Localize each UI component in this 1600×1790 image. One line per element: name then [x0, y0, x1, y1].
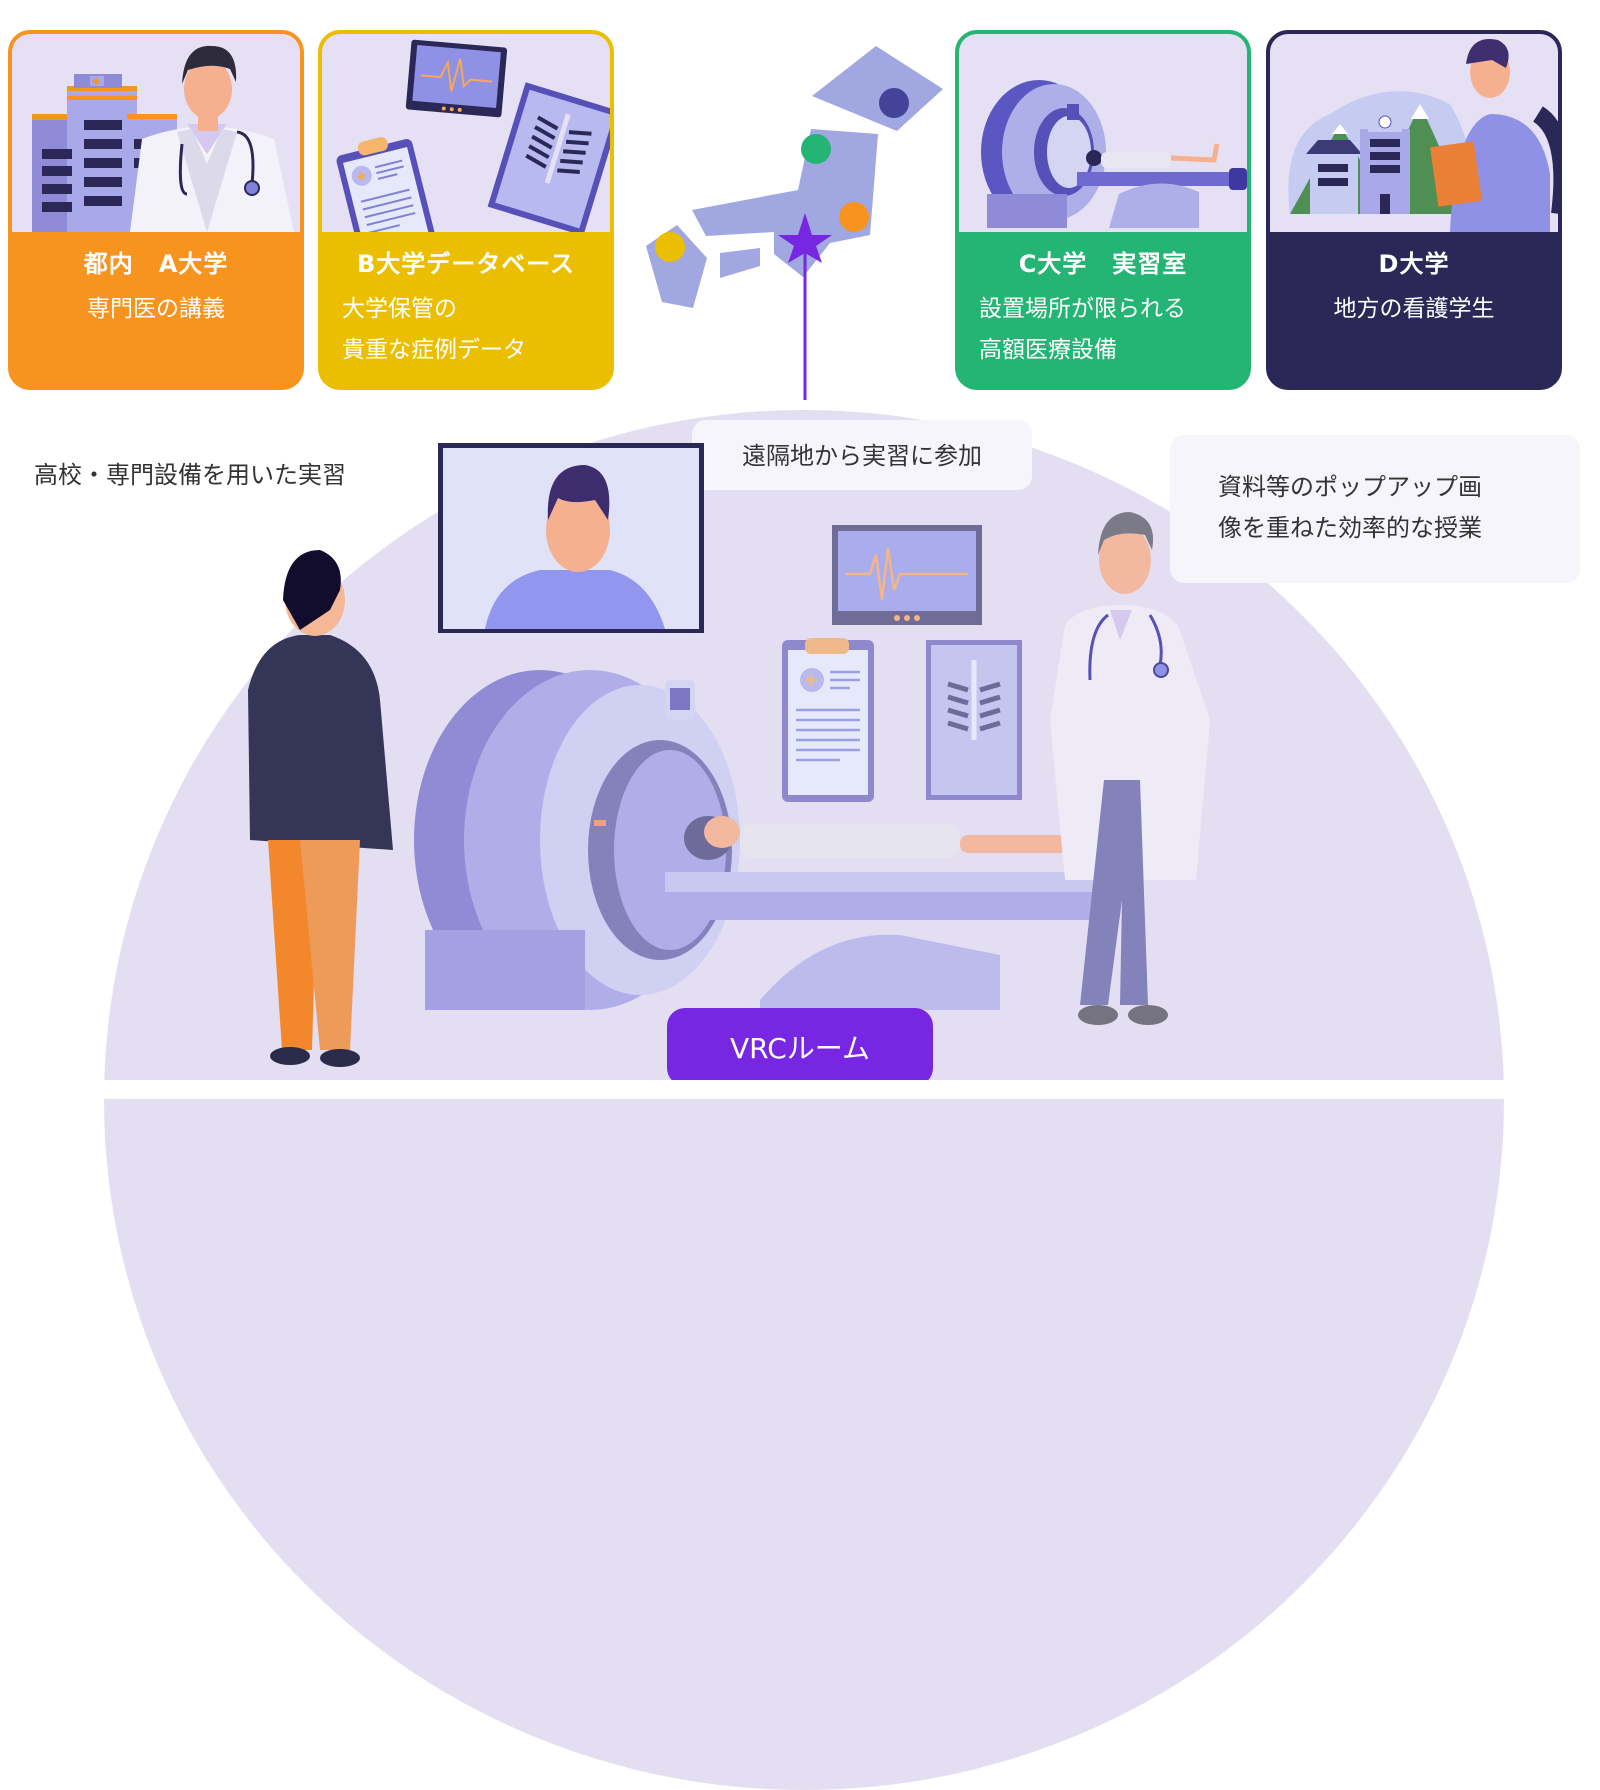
bottom-margin: [0, 1080, 1600, 1099]
card-a-university: ✚ 都内 A大学 専門医の講義: [8, 30, 304, 390]
orange-dot: [839, 202, 869, 232]
popup-lesson-line2: 像を重ねた効率的な授業: [1218, 514, 1482, 542]
vrc-room-dome: [104, 410, 1504, 1790]
japan-map: [646, 46, 943, 400]
popup-lesson-line1: 資料等のポップアップ画: [1218, 473, 1482, 501]
card-c-desc-line2: 高額医療設備: [979, 337, 1117, 363]
card-c-title: C大学 実習室: [1018, 250, 1188, 278]
svg-text:✚: ✚: [354, 169, 368, 186]
card-d-label: D大学 地方の看護学生: [1270, 232, 1558, 386]
card-c-label: C大学 実習室 設置場所が限られる 高額医療設備: [959, 232, 1247, 386]
ct-scanner-illustration: [959, 34, 1247, 232]
green-dot: [801, 134, 831, 164]
navy-dot: [879, 88, 909, 118]
star-icon: [778, 213, 832, 263]
card-c-university: C大学 実習室 設置場所が限られる 高額医療設備: [955, 30, 1251, 390]
card-d-desc: 地方の看護学生: [1333, 296, 1495, 322]
card-d-university: D大学 地方の看護学生: [1266, 30, 1562, 390]
card-a-label: 都内 A大学 専門医の講義: [12, 232, 300, 386]
card-b-title: B大学データベース: [356, 250, 576, 278]
left-note: 高校・専門設備を用いた実習: [34, 461, 346, 489]
vrc-room-label: VRCルーム: [667, 1008, 933, 1086]
remote-participation-bubble: 遠隔地から実習に参加: [692, 420, 1032, 490]
remote-participation-text: 遠隔地から実習に参加: [742, 442, 982, 470]
hospital-doctor-illustration: ✚: [12, 34, 300, 232]
card-d-title: D大学: [1378, 250, 1450, 278]
yellow-dot: [655, 232, 685, 262]
svg-text:✚: ✚: [92, 77, 100, 88]
student-campus-illustration: [1270, 34, 1558, 232]
medical-data-illustration: ✚: [322, 34, 610, 232]
card-c-desc-line1: 設置場所が限られる: [979, 296, 1186, 322]
card-b-desc-line1: 大学保管の: [342, 296, 457, 322]
card-b-label: B大学データベース 大学保管の 貴重な症例データ: [322, 232, 610, 386]
popup-lesson-bubble: 資料等のポップアップ画 像を重ねた効率的な授業: [1170, 435, 1580, 583]
card-b-database: ✚ B大学データベース 大学保管の 貴重な症例データ: [318, 30, 614, 390]
card-a-title: 都内 A大学: [83, 250, 229, 278]
card-b-desc-line2: 貴重な症例データ: [342, 337, 526, 363]
card-a-desc: 専門医の講義: [87, 296, 225, 322]
